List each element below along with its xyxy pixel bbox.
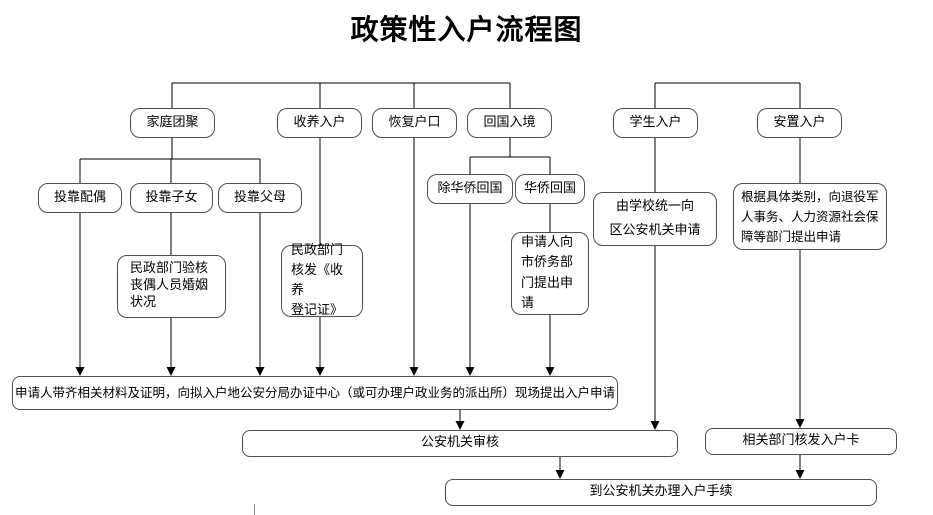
arrowhead [545, 367, 555, 376]
node-return-entry: 回国入境 [467, 108, 552, 138]
arrowhead [75, 367, 85, 376]
node-non-overseas-return: 除华侨回国 [427, 174, 513, 204]
arrowhead [555, 470, 565, 479]
node-onsite-apply: 申请人带齐相关材料及证明，向拟入户地公安分局办证中心（或可办理户政业务的派出所）… [12, 376, 618, 410]
arrowhead [455, 421, 465, 430]
node-issue-entry-card: 相关部门核发入户卡 [705, 428, 897, 455]
node-overseas-return: 华侨回国 [515, 174, 585, 204]
node-join-spouse: 投靠配偶 [38, 183, 122, 213]
node-civil-affairs-issue: 民政部门 核发《收养 登记证》 [281, 243, 363, 318]
node-join-parents: 投靠父母 [218, 183, 302, 213]
node-family-reunion: 家庭团聚 [130, 108, 215, 138]
node-school-apply: 由学校统一向 区公安机关申请 [593, 192, 717, 246]
node-final-procedure: 到公安机关办理入户手续 [445, 479, 877, 506]
arrowhead [315, 367, 325, 376]
node-overseas-office-apply: 申请人向 市侨务部 门提出申 请 [511, 232, 589, 315]
node-resettlement: 安置入户 [757, 108, 842, 138]
node-restore-hukou: 恢复户口 [372, 108, 457, 138]
arrowhead [465, 367, 475, 376]
node-student: 学生入户 [613, 108, 698, 138]
node-join-children: 投靠子女 [130, 183, 213, 213]
arrowhead [795, 470, 805, 479]
arrowhead [409, 367, 419, 376]
node-adoption: 收养入户 [277, 108, 362, 138]
text-cursor [254, 504, 255, 515]
arrowhead [650, 421, 660, 430]
arrowhead [255, 367, 265, 376]
arrowhead [795, 419, 805, 428]
node-civil-affairs-verify: 民政部门验核 丧偶人员婚姻 状况 [117, 255, 226, 318]
arrowhead [166, 367, 176, 376]
node-resettle-dept-apply: 根据具体类别，向退役军 人事务、人力资源社会保 障等部门提出申请 [733, 183, 887, 250]
node-police-review: 公安机关审核 [242, 430, 678, 457]
page-title: 政策性入户流程图 [350, 13, 583, 46]
